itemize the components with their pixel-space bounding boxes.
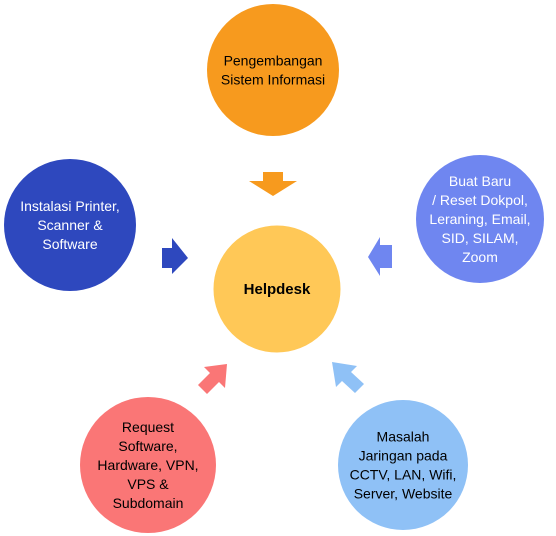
label-line: Jaringan pada xyxy=(359,448,448,464)
arrow-up-left-icon xyxy=(332,362,364,393)
label-line: Hardware, VPN, xyxy=(97,457,198,473)
node-instalasi-printer: Instalasi Printer, Scanner & Software xyxy=(4,159,136,291)
arrow-down-icon xyxy=(249,172,297,196)
label-line: Request xyxy=(122,419,174,435)
label-line: VPS & xyxy=(127,476,169,492)
label-line: Sistem Informasi xyxy=(221,72,325,88)
center-node-label: Helpdesk xyxy=(244,281,311,298)
node-reset-akun: Buat Baru / Reset Dokpol, Leraning, Email,… xyxy=(416,155,544,283)
label-line: Server, Website xyxy=(354,486,453,502)
node-label: Instalasi Printer, Scanner & Software xyxy=(20,198,120,252)
node-label: Buat Baru / Reset Dokpol, Leraning, Email,… xyxy=(429,173,530,265)
label-line: Software xyxy=(42,236,97,252)
label-line: Scanner & xyxy=(37,217,103,233)
label-line: Helpdesk xyxy=(244,281,311,298)
label-line: Software, xyxy=(118,438,177,454)
label-line: Masalah xyxy=(377,429,430,445)
arrow-up-right-icon xyxy=(198,364,227,394)
label-line: Buat Baru xyxy=(449,173,511,189)
label-line: CCTV, LAN, Wifi, xyxy=(350,467,457,483)
label-line: SID, SILAM, xyxy=(441,230,518,246)
arrow-left-icon xyxy=(368,237,392,276)
label-line: Subdomain xyxy=(113,495,184,511)
label-line: Zoom xyxy=(462,249,498,265)
label-line: Leraning, Email, xyxy=(429,211,530,227)
label-line: Instalasi Printer, xyxy=(20,198,120,214)
label-line: Pengembangan xyxy=(224,53,323,69)
arrow-right-icon xyxy=(162,238,188,274)
label-line: / Reset Dokpol, xyxy=(432,192,528,208)
center-node-helpdesk: Helpdesk xyxy=(213,225,341,353)
